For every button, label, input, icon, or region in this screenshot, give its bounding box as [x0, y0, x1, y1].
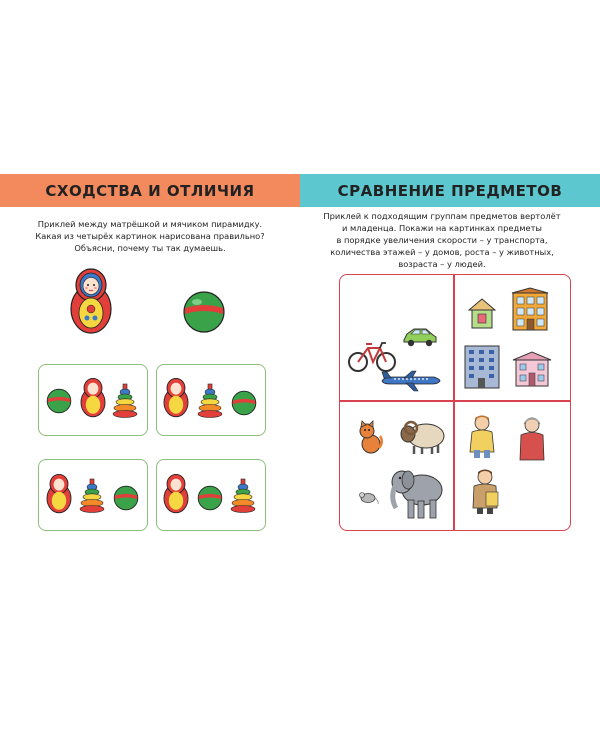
- ram-icon: [400, 420, 445, 454]
- instruction-line: Приклей к подходящим группам предметов в…: [323, 211, 561, 221]
- instruction-line: возраста – у людей.: [398, 259, 486, 269]
- matryoshka-doll-icon: [163, 377, 189, 418]
- boy-icon: [469, 415, 495, 458]
- left-instruction: Приклей между матрёшкой и мячиком пирами…: [28, 218, 272, 254]
- ball-icon: [231, 390, 257, 416]
- ball-icon: [46, 388, 72, 414]
- instruction-line: и младенца. Покажи на картинках предметы: [342, 223, 542, 233]
- instruction-line: Какая из четырёх картинок нарисована пра…: [35, 231, 265, 241]
- groups-frame: [339, 274, 571, 531]
- ball-icon: [113, 485, 139, 511]
- pyramid-toy-icon: [197, 383, 223, 418]
- cat-icon: [359, 420, 383, 454]
- instruction-line: Объясни, почему ты так думаешь.: [74, 243, 226, 253]
- elephant-icon: [390, 470, 443, 519]
- instruction-line: Приклей между матрёшкой и мячиком пирами…: [37, 219, 263, 229]
- mouse-icon: [359, 492, 379, 505]
- section-banner-similarities: СХОДСТВА И ОТЛИЧИЯ: [0, 174, 300, 207]
- pyramid-toy-icon: [112, 383, 138, 418]
- car-icon: [403, 328, 437, 347]
- instruction-line: в порядке увеличения скорости – у трансп…: [336, 235, 548, 245]
- right-instruction: Приклей к подходящим группам предметов в…: [312, 210, 572, 270]
- banner-title: СХОДСТВА И ОТЛИЧИЯ: [45, 181, 255, 200]
- ball-icon: [197, 485, 223, 511]
- matryoshka-doll-icon: [80, 377, 106, 418]
- ball-icon: [183, 291, 225, 333]
- matryoshka-doll-icon: [46, 473, 72, 514]
- matryoshka-doll-icon: [163, 473, 189, 514]
- matryoshka-doll-icon: [70, 268, 112, 334]
- pink-house-icon: [512, 351, 552, 387]
- instruction-line: количества этажей – у домов, роста – у ж…: [330, 247, 554, 257]
- banner-title: СРАВНЕНИЕ ПРЕДМЕТОВ: [337, 181, 563, 200]
- tall-house-icon: [511, 287, 549, 331]
- frame-divider: [453, 274, 455, 531]
- high-rise-icon: [464, 345, 500, 389]
- young-man-icon: [472, 469, 499, 514]
- section-banner-comparison: СРАВНЕНИЕ ПРЕДМЕТОВ: [300, 174, 600, 207]
- small-house-icon: [467, 298, 497, 329]
- airplane-icon: [381, 370, 441, 392]
- bicycle-icon: [348, 342, 396, 372]
- pyramid-toy-icon: [79, 478, 105, 513]
- grandmother-icon: [519, 417, 545, 461]
- frame-divider: [339, 400, 571, 402]
- pyramid-toy-icon: [230, 478, 256, 513]
